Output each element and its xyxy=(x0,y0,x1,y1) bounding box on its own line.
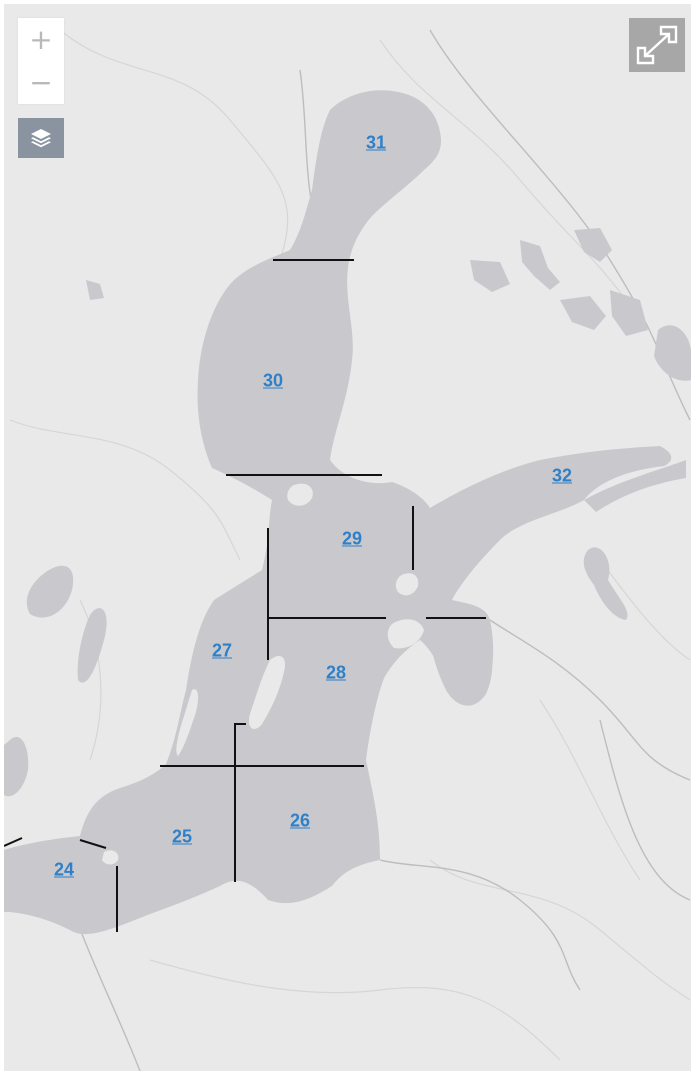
area-label-28[interactable]: 28 xyxy=(325,662,347,683)
layers-icon xyxy=(31,129,51,148)
area-label-25[interactable]: 25 xyxy=(171,826,193,847)
zoom-out-button[interactable]: − xyxy=(18,61,64,104)
area-label-27[interactable]: 27 xyxy=(211,640,233,661)
minus-icon: − xyxy=(29,65,53,99)
layers-button[interactable] xyxy=(18,118,64,158)
area-boundaries xyxy=(4,259,486,932)
map-canvas[interactable] xyxy=(4,4,691,1071)
area-label-26[interactable]: 26 xyxy=(289,810,311,831)
zoom-in-button[interactable]: + xyxy=(18,18,64,61)
area-label-29[interactable]: 29 xyxy=(341,528,363,549)
islands xyxy=(102,483,424,865)
fullscreen-button[interactable] xyxy=(629,18,685,72)
area-label-32[interactable]: 32 xyxy=(551,465,573,486)
area-label-24[interactable]: 24 xyxy=(53,859,75,880)
zoom-control: + − xyxy=(18,18,64,104)
baltic-sea xyxy=(4,90,686,935)
inland-lakes xyxy=(4,228,691,797)
expand-icon xyxy=(636,25,678,65)
map-container[interactable]: 31 30 32 29 27 28 26 25 24 + − xyxy=(4,4,691,1071)
land-details xyxy=(9,29,691,1061)
area-label-31[interactable]: 31 xyxy=(365,132,387,153)
plus-icon: + xyxy=(29,22,53,56)
area-label-30[interactable]: 30 xyxy=(262,370,284,391)
